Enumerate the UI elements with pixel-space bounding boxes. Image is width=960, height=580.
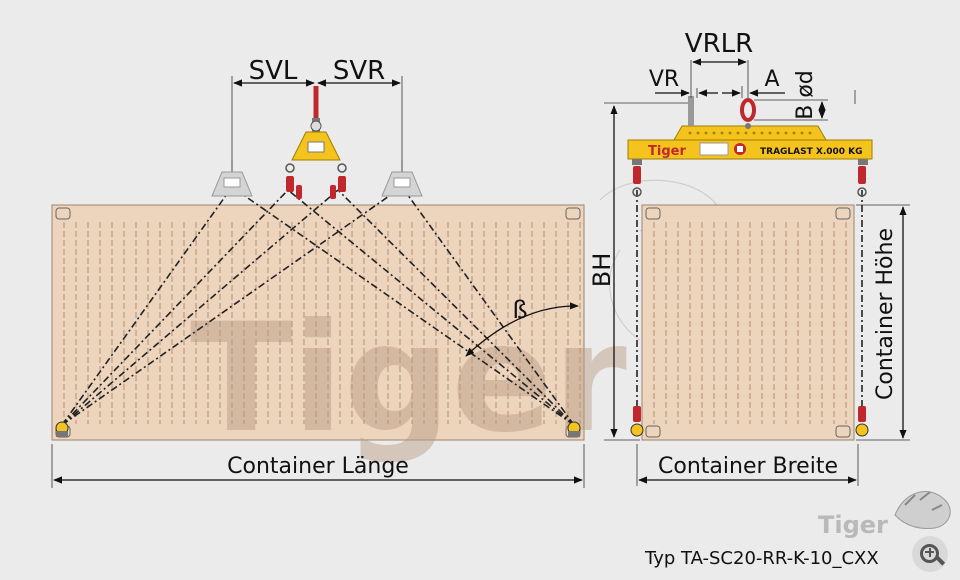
- beam-hole: [728, 131, 732, 135]
- label-vrlr: VRLR: [685, 29, 753, 59]
- dimension-container-length: [51, 444, 585, 488]
- dimension-vrlr: [655, 58, 856, 121]
- beam-hole: [744, 131, 748, 135]
- corner-casting-icon: [55, 207, 71, 220]
- watermark-brand: Tiger: [190, 292, 627, 466]
- label-bod: B ød: [793, 70, 818, 120]
- zoom-in-icon[interactable]: [912, 536, 948, 572]
- spreader-ghost-right-icon: [381, 160, 423, 197]
- dimension-svl-svr: [231, 76, 403, 160]
- side-chains: [630, 166, 869, 437]
- label-bh: BH: [588, 253, 616, 288]
- sling-lines: [61, 186, 575, 426]
- container-side-body: [641, 204, 855, 441]
- container-side-corrugation: [653, 222, 847, 424]
- label-vr: VR: [649, 67, 679, 92]
- beam-hole: [760, 131, 764, 135]
- beam-hole: [720, 131, 724, 135]
- label-container-breite: Container Breite: [658, 454, 838, 479]
- label-container-laenge: Container Länge: [227, 454, 409, 479]
- dimension-container-width: [636, 444, 859, 486]
- dimension-container-height: [856, 204, 910, 441]
- lifting-beam-center-icon: [285, 86, 347, 199]
- corner-casting-icon: [645, 425, 661, 438]
- label-container-hoehe: Container Höhe: [873, 228, 898, 400]
- dimension-bh: [604, 102, 688, 441]
- zoom-plus-v: [928, 547, 931, 557]
- label-beta: ß: [512, 296, 527, 324]
- beam-hole: [688, 131, 692, 135]
- beam-hole: [784, 131, 788, 135]
- label-a: A: [764, 67, 779, 92]
- beam-hole: [752, 131, 756, 135]
- corner-casting-icon: [835, 207, 851, 220]
- beam-hole: [704, 131, 708, 135]
- beam-hole: [792, 131, 796, 135]
- tiger-logo-icon: [894, 491, 951, 529]
- beam-traglast: TRAGLAST X.000 KG: [760, 147, 863, 157]
- beam-hole: [768, 131, 772, 135]
- beam-hole: [776, 131, 780, 135]
- spreader-ghost-left-icon: [211, 160, 253, 197]
- beam-hole: [800, 131, 804, 135]
- beam-hole: [696, 131, 700, 135]
- container-side: [641, 204, 855, 441]
- label-typ: Typ TA-SC20-RR-K-10_CXX: [644, 548, 879, 569]
- corner-casting-icon: [645, 207, 661, 220]
- corner-casting-icon: [835, 425, 851, 438]
- label-svr: SVR: [333, 56, 385, 86]
- corner-casting-icon: [565, 207, 581, 220]
- beam-hole: [736, 131, 740, 135]
- twistlock-left-icon: [55, 421, 69, 437]
- spreader-beam-side-icon: [627, 96, 873, 165]
- beam-hole: [808, 131, 812, 135]
- twistlock-right-icon: [567, 421, 581, 437]
- logo-wordmark: Tiger: [818, 511, 888, 539]
- angle-beta-arc: [465, 302, 579, 357]
- label-svl: SVL: [249, 56, 298, 86]
- beam-hole: [712, 131, 716, 135]
- beam-brand: Tiger: [648, 144, 686, 159]
